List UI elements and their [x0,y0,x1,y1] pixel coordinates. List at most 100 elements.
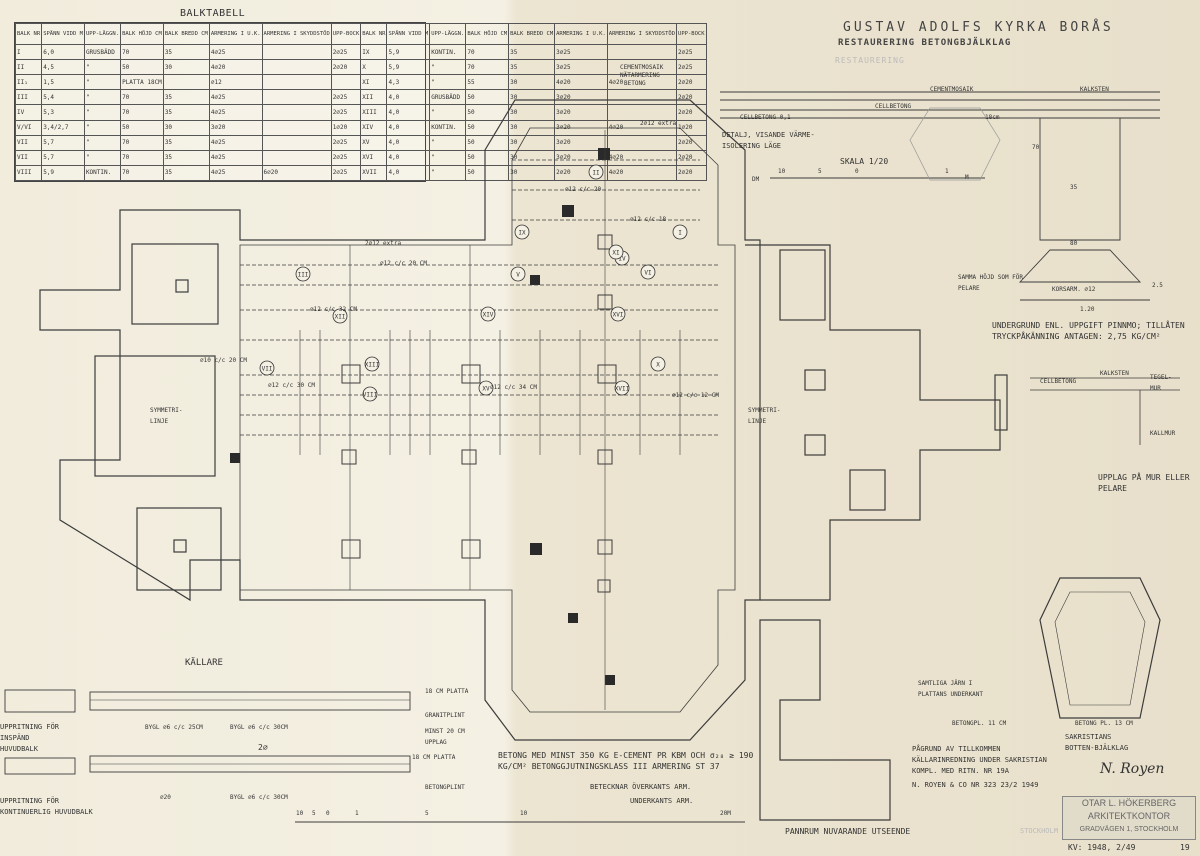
note-samma-hojd: SAMMA HÖJD SOM FÖR PELARE [958,274,1024,292]
rebar-note-1: 2⌀12 extra [365,240,402,247]
annex-outline [745,244,1001,601]
scale-bottom-5: 5 [312,810,316,817]
wall-detail [1030,377,1180,445]
drawing-title: GUSTAV ADOLFS KYRKA BORÅS [843,20,1114,35]
sacristy-hexagon [1039,577,1161,719]
scale-bottom-10b: 10 [520,810,528,817]
rebar-note-8: ⌀12 c/c 18 [630,216,667,223]
annex-pillar-1 [804,369,826,391]
label-cellbetong-01: CELLBETONG 0,1 [740,114,791,121]
scale-bottom-1: 1 [355,810,359,817]
note-cellbetong: CELLBETONG [1040,378,1077,385]
note-betongplint: BETONGPLINT [425,784,465,791]
table-cell: 4⌀20 [606,164,678,182]
stair-room [779,249,826,321]
rebar-note-3: ⌀10 c/c 20 CM [200,357,247,364]
drawing-subtitle: RESTAURERING BETONGBJÄLKLAG [838,38,1012,48]
beam-table-header-12: BALK BREDD CM [508,23,556,45]
beam-marker-circle [614,380,630,396]
beam-marker-label: XVII [615,386,630,393]
beam-table-title: BALKTABELL [180,8,246,19]
scale-bottom-5b: 5 [425,810,429,817]
note-betongpl13: BETONG PL. 13 CM [1075,720,1133,727]
label-kalksten: KALKSTEN [1080,86,1109,93]
scale-mark-10: 10 [778,168,786,175]
beam-marker-label: I [678,230,682,237]
table-cell: 35 [162,134,210,151]
label-cementmosaik-2: CEMENTMOSAIK [930,86,974,93]
table-cell: 6⌀20 [261,164,332,182]
rebar-note-1b: 2⌀12 extra [640,120,677,127]
scale-bottom-10: 10 [296,810,304,817]
label-25: 2.5 [1152,282,1163,289]
note-uppritning-kontinuerlig: UPPRITNING FÖR KONTINUERLIG HUVUDBALK [0,797,93,816]
rebar-note-6: ⌀12 c/c 32 CM [310,306,357,313]
beam-marker-circle [480,306,496,322]
sheet-number: KV: 1948, 2/49 [1068,843,1136,852]
label-natarmering: NÄTARMERING [620,72,660,79]
note-underkant: UNDERKANTS ARM. [630,797,694,805]
beam-marker-label: VI [644,270,652,277]
table-cell [606,43,678,61]
stamp-line-2: ARKITEKTKONTOR [1087,811,1171,821]
pannrum-outline [759,619,891,821]
beam-marker-label: VII [262,366,273,373]
scale-bottom-20m: 20M [720,810,731,817]
table-cell: KONTIN. [83,164,122,182]
church-inner-outline [239,127,736,713]
note-kallare: KÄLLARE [185,658,223,668]
note-upplag: UPPLAG PÅ MUR ELLER PELARE [1098,473,1190,493]
note-undergrund: UNDERGRUND ENL. UPPGIFT PINNMO; TILLÅTEN… [992,321,1185,341]
beam-marker-label: IV [618,256,626,263]
annex-pillar-2 [804,434,826,456]
beam-marker-circle [608,244,624,260]
beam-marker-circle [478,380,494,396]
label-35: 35 [1070,184,1078,191]
table-cell: 2⌀25 [676,43,707,61]
rebar-note-7: ⌀12 c/c 12 CM [672,392,719,399]
rebar-note-5: ⌀12 c/c 30 CM [268,382,315,389]
beam-elevations [4,689,745,823]
faint-hexagon [909,107,1001,181]
scale-mark-m: M [965,174,969,181]
note-platta-2: 18 CM PLATTA [412,754,456,761]
label-korsarm: KORSARM. ⌀12 [1052,286,1096,293]
note-phi20: ⌀20 [160,794,171,801]
pillar-grid [341,234,617,593]
signature: N. Royen [1100,761,1165,777]
beam-marker-circle [362,386,378,402]
note-samtliga: SAMTLIGA JÄRN I PLATTANS UNDERKANT [918,680,984,698]
table-cell: " [429,104,467,121]
table-cell: 2⌀25 [330,43,362,61]
beam-marker-circle [332,308,348,324]
table-cell: 30 [508,164,556,182]
table-cell: 2⌀20 [676,149,707,166]
beam-marker-circle [650,356,666,372]
faint-restaurering: RESTAURERING [835,56,905,65]
annex-wall [994,374,1008,431]
beam-marker-label: XIII [365,362,380,369]
beam-lines [240,159,720,436]
note-betong: BETONG MED MINST 350 KG E-CEMENT PR KBM … [498,751,754,771]
beam-marker-circle [295,266,311,282]
beam-marker-circle [672,224,688,240]
table-cell: 35 [162,43,210,61]
beam-marker-circle [510,266,526,282]
faint-stockholm: STOCKHOLM [1020,827,1058,835]
note-sakristian: SAKRISTIANS BOTTEN-BJÄLKLAG [1065,733,1129,752]
table-cell: 2⌀20 [676,164,707,182]
stamp-line-3: GRADVÄGEN 1, STOCKHOLM [1079,826,1179,833]
table-cell: XVII [360,164,388,182]
stamp-line-1: OTAR L. HÖKERBERG [1081,798,1177,808]
room-upper-left [131,243,219,325]
rebar-note-4: ⌀12 c/c 34 CM [490,384,537,391]
beam-marker-circle [588,164,604,180]
beam-marker-label: X [656,362,660,369]
note-uppritning-inspand: UPPRITNING FÖR INSPÄND HUVUDBALK [0,723,60,753]
